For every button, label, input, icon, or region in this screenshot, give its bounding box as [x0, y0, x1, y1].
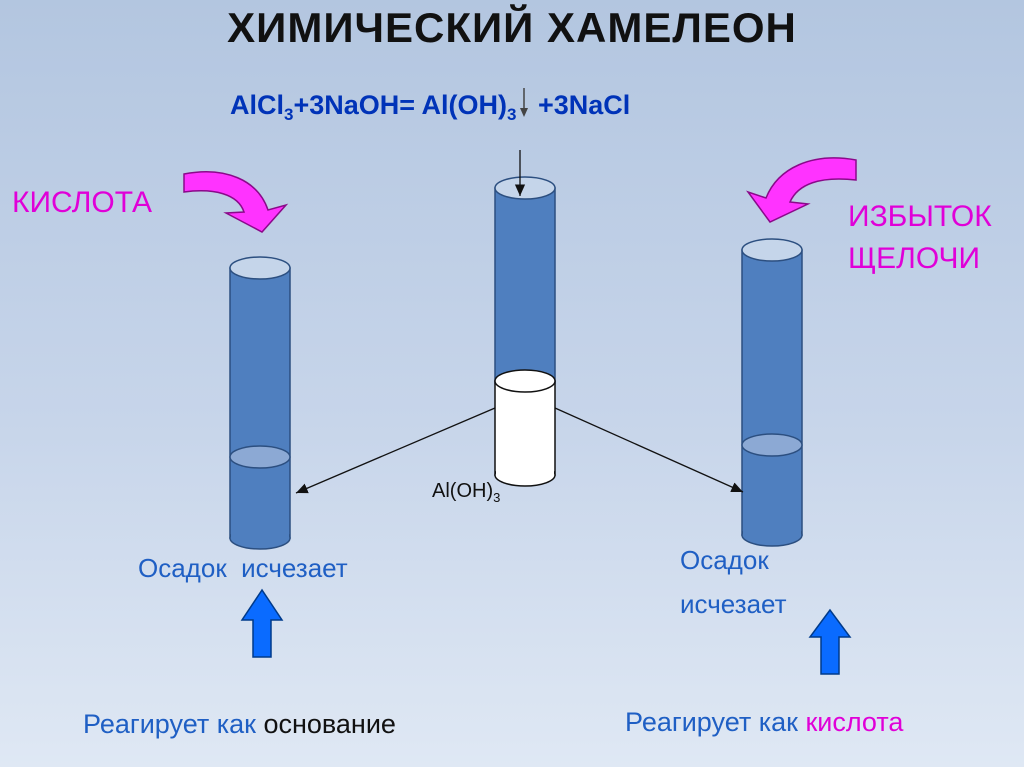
right-reacts-text: Реагирует как кислота — [610, 676, 903, 738]
page-title: ХИМИЧЕСКИЙ ХАМЕЛЕОН — [227, 4, 797, 51]
precipitate-sub: 3 — [493, 490, 501, 505]
right-up-arrow-icon — [808, 608, 852, 675]
reaction-equation: AlCl3+3NaOH= Al(OH)3 +3NaCl — [230, 88, 630, 125]
right-reacts-prefix: Реагирует как — [625, 707, 806, 737]
equation-sub2: 3 — [507, 105, 517, 124]
left-tube — [229, 256, 291, 550]
excess-alkali-label: ИЗБЫТОК ЩЕЛОЧИ — [848, 196, 992, 280]
excess-alkali-line1: ИЗБЫТОК — [848, 200, 992, 233]
precipitate-label: Al(OH)3 — [432, 480, 500, 505]
equation-part1: AlCl — [230, 90, 284, 120]
equation-sub1: 3 — [284, 105, 294, 124]
excess-alkali-line2: ЩЕЛОЧИ — [848, 242, 981, 275]
left-connector-arrow — [295, 407, 496, 494]
left-result-text: Осадок исчезает — [138, 553, 348, 583]
alkali-curved-arrow-icon — [746, 157, 857, 223]
right-tube — [741, 238, 803, 547]
right-reacts-word: кислота — [805, 707, 904, 737]
middle-tube — [494, 176, 556, 487]
right-result-line1: Осадок — [680, 545, 769, 575]
acid-curved-arrow-icon — [183, 171, 289, 233]
left-up-arrow-icon — [240, 588, 284, 658]
precipitate-formula: Al(OH) — [432, 480, 494, 502]
left-reacts-prefix: Реагирует как — [83, 709, 264, 739]
right-result-text: Осадок исчезает — [680, 538, 787, 626]
acid-label: КИСЛОТА — [12, 186, 153, 219]
left-reacts-word: основание — [263, 709, 396, 739]
equation-part3: +3NaCl — [530, 90, 631, 120]
right-connector-arrow — [554, 407, 744, 493]
equation-part2: +3NaOH= Al(OH) — [293, 90, 508, 120]
left-reacts-text: Реагирует как основание — [68, 678, 396, 740]
right-result-line2: исчезает — [680, 589, 787, 619]
precipitate-arrow-icon — [517, 88, 531, 118]
